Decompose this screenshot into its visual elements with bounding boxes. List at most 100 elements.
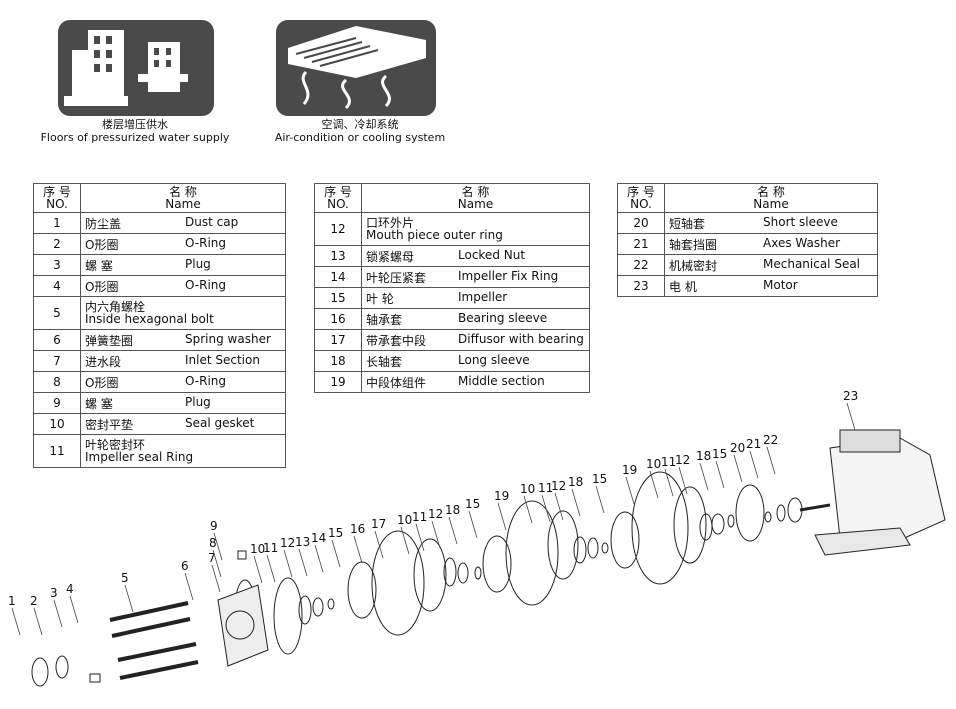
leader-line xyxy=(571,488,581,517)
part-name-en: Impeller xyxy=(458,289,508,304)
impeller-part xyxy=(610,511,640,569)
callout-number: 22 xyxy=(763,433,778,447)
leader-line xyxy=(253,555,263,584)
callout-number: 19 xyxy=(622,463,637,477)
part-name-en: Dust cap xyxy=(185,214,239,229)
plug-part xyxy=(237,550,247,560)
building-icon xyxy=(58,20,214,116)
leader-line xyxy=(415,523,425,552)
outer-ring-part xyxy=(711,513,725,535)
part-name-zh: 长轴套 xyxy=(366,354,403,369)
part-name-en: O-Ring xyxy=(185,373,227,388)
leader-line xyxy=(468,510,478,539)
dust-cap-part xyxy=(31,657,49,687)
part-name-zh: 中段体组件 xyxy=(366,375,427,390)
leader-line xyxy=(69,595,79,624)
part-name-en: Inlet Section xyxy=(185,352,260,367)
long-sleeve-part xyxy=(474,566,482,580)
middle-section-part xyxy=(631,471,689,585)
part-name-en: Diffusor with bearing xyxy=(458,331,584,346)
callout-number: 11 xyxy=(263,541,278,555)
leader-line xyxy=(400,526,410,555)
mechanical-seal-part xyxy=(787,497,803,523)
part-name-en: Impeller seal Ring xyxy=(85,450,194,464)
callout-number: 11 xyxy=(538,481,553,495)
part-name-zh: 螺 塞 xyxy=(85,396,113,411)
callout-number: 6 xyxy=(181,559,189,573)
leader-line xyxy=(699,462,709,491)
leader-line xyxy=(523,495,533,524)
leader-line xyxy=(448,516,458,545)
hex-bolt-part xyxy=(117,642,197,662)
callout-number: 10 xyxy=(646,457,661,471)
leader-line xyxy=(283,549,293,578)
part-name-zh: 防尘盖 xyxy=(85,216,122,231)
callout-number: 23 xyxy=(843,389,858,403)
part-name-en: Plug xyxy=(185,256,211,271)
callout-number: 11 xyxy=(661,455,676,469)
leader-line xyxy=(554,492,564,521)
leader-line xyxy=(314,544,324,573)
seal-ring-part xyxy=(298,595,312,625)
leader-line xyxy=(374,530,384,559)
part-name-zh: 内六角螺栓 xyxy=(85,300,146,314)
part-name-en: Seal gesket xyxy=(185,415,255,430)
motor-body-part xyxy=(829,437,946,541)
impeller-part xyxy=(482,535,512,593)
callout-number: 10 xyxy=(397,513,412,527)
callout-number: 5 xyxy=(121,571,129,585)
callout-number: 12 xyxy=(675,453,690,467)
leader-line xyxy=(212,549,222,578)
part-name-en: Motor xyxy=(763,277,798,292)
long-sleeve-part xyxy=(601,542,609,554)
part-name-zh: O形圈 xyxy=(85,237,119,252)
part-name-en: Inside hexagonal bolt xyxy=(85,312,214,326)
cooling-system-icon xyxy=(276,20,436,116)
part-name-zh: 叶轮密封环 xyxy=(85,438,146,452)
part-name-zh: 螺 塞 xyxy=(85,258,113,273)
callout-number: 20 xyxy=(730,441,745,455)
leader-line xyxy=(766,446,776,475)
leader-line xyxy=(431,520,441,549)
callout-number: 16 xyxy=(350,522,365,536)
leader-line xyxy=(124,584,134,613)
terminal-box-part xyxy=(839,429,901,453)
part-name-en: Plug xyxy=(185,394,211,409)
callout-number: 4 xyxy=(66,582,74,596)
outer-ring-part xyxy=(457,562,469,584)
leader-line xyxy=(664,468,674,497)
callout-number: 1 xyxy=(8,594,16,608)
seal-gasket-part xyxy=(413,538,447,612)
seal-gasket-part xyxy=(673,486,707,564)
motor-base-part xyxy=(814,527,911,556)
impeller-part xyxy=(735,484,765,542)
part-name-zh: 弹簧垫圈 xyxy=(85,333,134,348)
part-name-en: O-Ring xyxy=(185,277,227,292)
callout-number: 12 xyxy=(428,507,443,521)
hex-bolt-part xyxy=(111,617,191,638)
leader-line xyxy=(649,470,659,499)
callout-number: 9 xyxy=(210,519,218,533)
part-name-zh: O形圈 xyxy=(85,279,119,294)
leader-line xyxy=(715,460,725,489)
part-name-zh: 带承套中段 xyxy=(366,333,427,348)
